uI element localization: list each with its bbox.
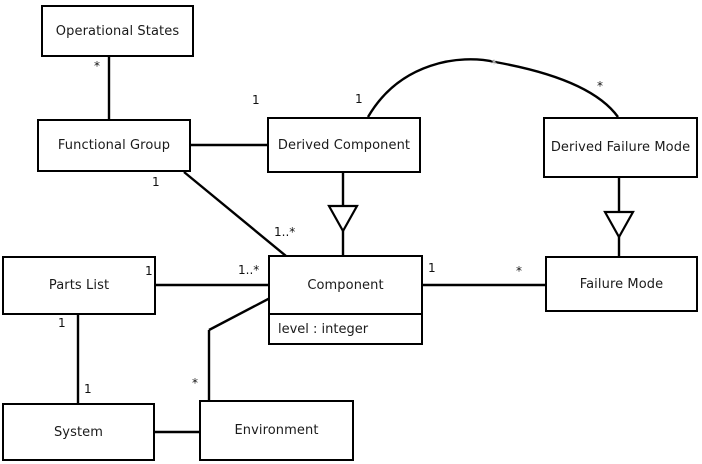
class-box-component[interactable]: Component level : integer	[268, 255, 423, 345]
class-name-derived-component: Derived Component	[277, 137, 411, 153]
class-box-derived-component[interactable]: Derived Component	[267, 117, 421, 173]
connector-functional-group-to-component	[183, 171, 287, 257]
class-name-environment: Environment	[234, 423, 319, 438]
class-name-system: System	[53, 424, 104, 440]
multiplicity-environment-component: *	[192, 376, 198, 390]
multiplicity-arc-apex: *	[491, 57, 497, 71]
class-box-functional-group[interactable]: Functional Group	[37, 119, 191, 172]
generalization-triangle-component	[327, 204, 359, 234]
class-box-derived-failure-mode[interactable]: Derived Failure Mode	[543, 117, 698, 178]
connector-derived-component-to-derived-failure-mode	[366, 58, 619, 118]
class-box-operational-states[interactable]: Operational States	[41, 5, 194, 57]
connector-environment-to-component-diagonal	[208, 295, 273, 332]
multiplicity-functional-group-derived-component: 1	[252, 93, 260, 107]
class-name-functional-group: Functional Group	[57, 138, 171, 153]
multiplicity-component-from-parts-list: 1..*	[238, 263, 260, 277]
multiplicity-operational-states: *	[94, 59, 100, 73]
multiplicity-failure-mode-component: *	[516, 264, 522, 278]
multiplicity-derived-failure-mode-arc: *	[597, 79, 603, 93]
class-name-derived-failure-mode: Derived Failure Mode	[550, 140, 691, 155]
class-name-failure-mode: Failure Mode	[579, 276, 664, 292]
multiplicity-component-from-functional-group: 1..*	[274, 225, 296, 239]
class-box-system[interactable]: System	[2, 403, 155, 461]
class-name-parts-list: Parts List	[48, 278, 110, 293]
multiplicity-parts-list-component: 1	[145, 264, 153, 278]
generalization-triangle-failure-mode	[603, 210, 635, 240]
class-name-component: Component	[307, 277, 384, 293]
class-box-parts-list[interactable]: Parts List	[2, 256, 156, 315]
class-attribute-component-level: level : integer	[270, 313, 421, 343]
multiplicity-component-failure-mode: 1	[428, 261, 436, 275]
multiplicity-derived-component-arc: 1	[355, 92, 363, 106]
multiplicity-system-parts-list: 1	[84, 382, 92, 396]
multiplicity-functional-group-component: 1	[152, 175, 160, 189]
multiplicity-parts-list-system: 1	[58, 316, 66, 330]
class-name-operational-states: Operational States	[55, 23, 180, 39]
class-box-environment[interactable]: Environment	[199, 400, 354, 461]
class-box-failure-mode[interactable]: Failure Mode	[545, 256, 698, 312]
